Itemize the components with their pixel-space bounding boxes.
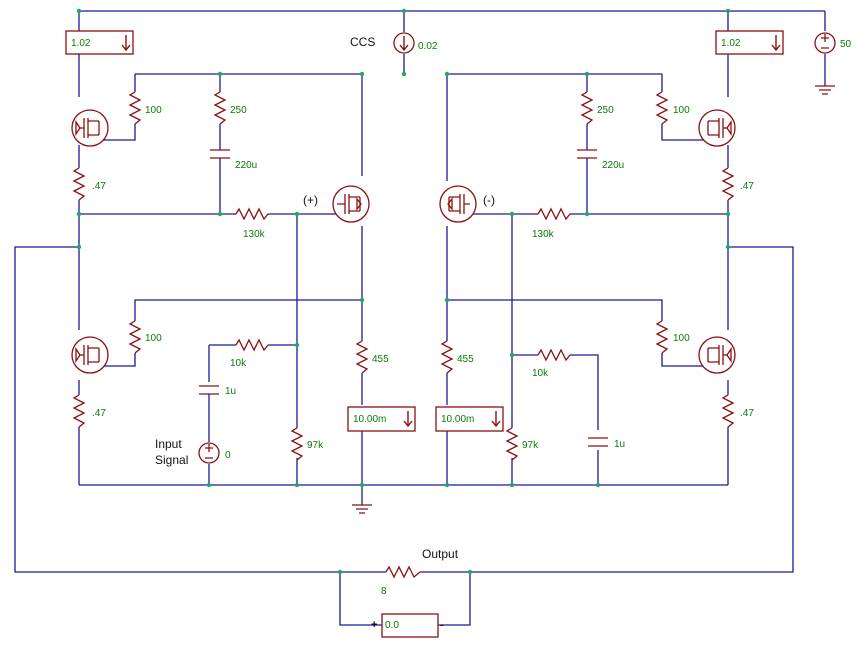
resistor-455-left[interactable]: 455: [355, 340, 389, 374]
output-voltmeter[interactable]: 0.0 + -: [371, 613, 444, 638]
ammeter-top-left[interactable]: 1.02: [65, 30, 134, 55]
resistor-455-right-value: 455: [457, 354, 474, 365]
resistor-047-top-right[interactable]: .47: [721, 167, 754, 201]
resistor-10k-left-value: 10k: [230, 358, 247, 369]
resistor-gate-bottom-left-value: 100: [145, 333, 162, 344]
output-voltmeter-plus: +: [371, 619, 377, 631]
resistor-97k-right[interactable]: 97k: [505, 427, 539, 461]
resistor-10k-right-value: 10k: [532, 368, 549, 379]
junction-dots: [76, 8, 731, 575]
resistor-455-right[interactable]: 455: [440, 340, 474, 374]
resistor-130k-right-value: 130k: [532, 229, 555, 240]
resistor-250-left[interactable]: 250: [213, 91, 247, 125]
minus-label: (-): [483, 193, 495, 207]
capacitor-1u-right-value: 1u: [614, 439, 625, 450]
ground-symbol-bottom: [352, 504, 372, 514]
capacitor-1u-right[interactable]: 1u: [588, 437, 625, 450]
supply-voltage-source[interactable]: 50: [814, 32, 852, 54]
resistor-gate-bottom-left[interactable]: 100: [128, 320, 162, 354]
ammeter-top-right[interactable]: 1.02: [715, 30, 784, 55]
resistor-gate-top-left[interactable]: 100: [128, 91, 162, 125]
ammeter-mid-right[interactable]: 10.00m: [435, 406, 504, 432]
capacitor-220u-left[interactable]: 220u: [210, 149, 257, 172]
capacitor-220u-right-value: 220u: [602, 160, 624, 171]
mosfet-input-plus[interactable]: (+): [303, 185, 370, 223]
resistor-047-bottom-right-value: .47: [740, 408, 754, 419]
resistor-gate-top-left-value: 100: [145, 105, 162, 116]
ammeter-top-left-value: 1.02: [71, 38, 91, 49]
ammeter-mid-left[interactable]: 10.00m: [347, 406, 416, 432]
resistor-97k-left-value: 97k: [307, 440, 324, 451]
capacitor-220u-right[interactable]: 220u: [577, 149, 624, 172]
resistor-gate-bottom-right[interactable]: 100: [655, 320, 690, 354]
output-voltmeter-value: 0.0: [385, 620, 399, 631]
ground-symbol-supply: [815, 85, 835, 95]
resistor-047-top-right-value: .47: [740, 181, 754, 192]
capacitor-220u-left-value: 220u: [235, 160, 257, 171]
ccs-label: CCS: [350, 35, 375, 49]
resistor-250-right-value: 250: [597, 105, 614, 116]
resistor-047-bottom-left[interactable]: .47: [72, 394, 106, 428]
resistor-250-left-value: 250: [230, 105, 247, 116]
output-label: Output: [422, 547, 459, 561]
resistor-97k-right-value: 97k: [522, 440, 539, 451]
input-label-line1: Input: [155, 437, 182, 451]
output-voltmeter-minus: -: [440, 619, 444, 631]
resistor-load-value: 8: [381, 586, 387, 597]
resistor-97k-left[interactable]: 97k: [290, 427, 324, 461]
mosfet-bottom-left[interactable]: [71, 336, 109, 374]
ammeter-top-right-value: 1.02: [721, 38, 741, 49]
resistor-gate-bottom-right-value: 100: [673, 333, 690, 344]
ammeter-mid-left-value: 10.00m: [353, 414, 386, 425]
resistor-gate-top-right-value: 100: [673, 105, 690, 116]
resistor-047-top-left[interactable]: .47: [72, 167, 106, 201]
resistor-load[interactable]: 8 Output: [381, 547, 459, 597]
resistor-047-bottom-right[interactable]: .47: [721, 394, 754, 428]
wires: [14, 10, 826, 626]
mosfet-top-left[interactable]: [71, 109, 109, 147]
input-signal-source[interactable]: Input Signal 0: [155, 437, 231, 467]
capacitor-1u-left[interactable]: 1u: [199, 385, 236, 402]
ccs-value: 0.02: [418, 41, 438, 52]
resistor-130k-right[interactable]: 130k: [532, 207, 571, 240]
plus-label: (+): [303, 193, 318, 207]
resistor-455-left-value: 455: [372, 354, 389, 365]
supply-value: 50: [840, 39, 852, 50]
mosfet-input-minus[interactable]: (-): [439, 185, 495, 223]
mosfet-bottom-right[interactable]: [698, 336, 736, 374]
ammeter-mid-right-value: 10.00m: [441, 414, 474, 425]
resistor-250-right[interactable]: 250: [580, 91, 614, 125]
resistor-047-bottom-left-value: .47: [92, 408, 106, 419]
input-source-value: 0: [225, 450, 231, 461]
resistor-047-top-left-value: .47: [92, 181, 106, 192]
resistor-10k-right[interactable]: 10k: [532, 348, 571, 379]
resistor-130k-left-value: 130k: [243, 229, 266, 240]
resistor-gate-top-right[interactable]: 100: [655, 91, 690, 125]
resistor-130k-left[interactable]: 130k: [235, 207, 269, 240]
current-source-ccs[interactable]: CCS 0.02: [350, 32, 438, 54]
capacitor-1u-left-value: 1u: [225, 386, 236, 397]
input-label-line2: Signal: [155, 453, 188, 467]
resistor-10k-left[interactable]: 10k: [230, 338, 269, 369]
mosfet-top-right[interactable]: [698, 109, 736, 147]
